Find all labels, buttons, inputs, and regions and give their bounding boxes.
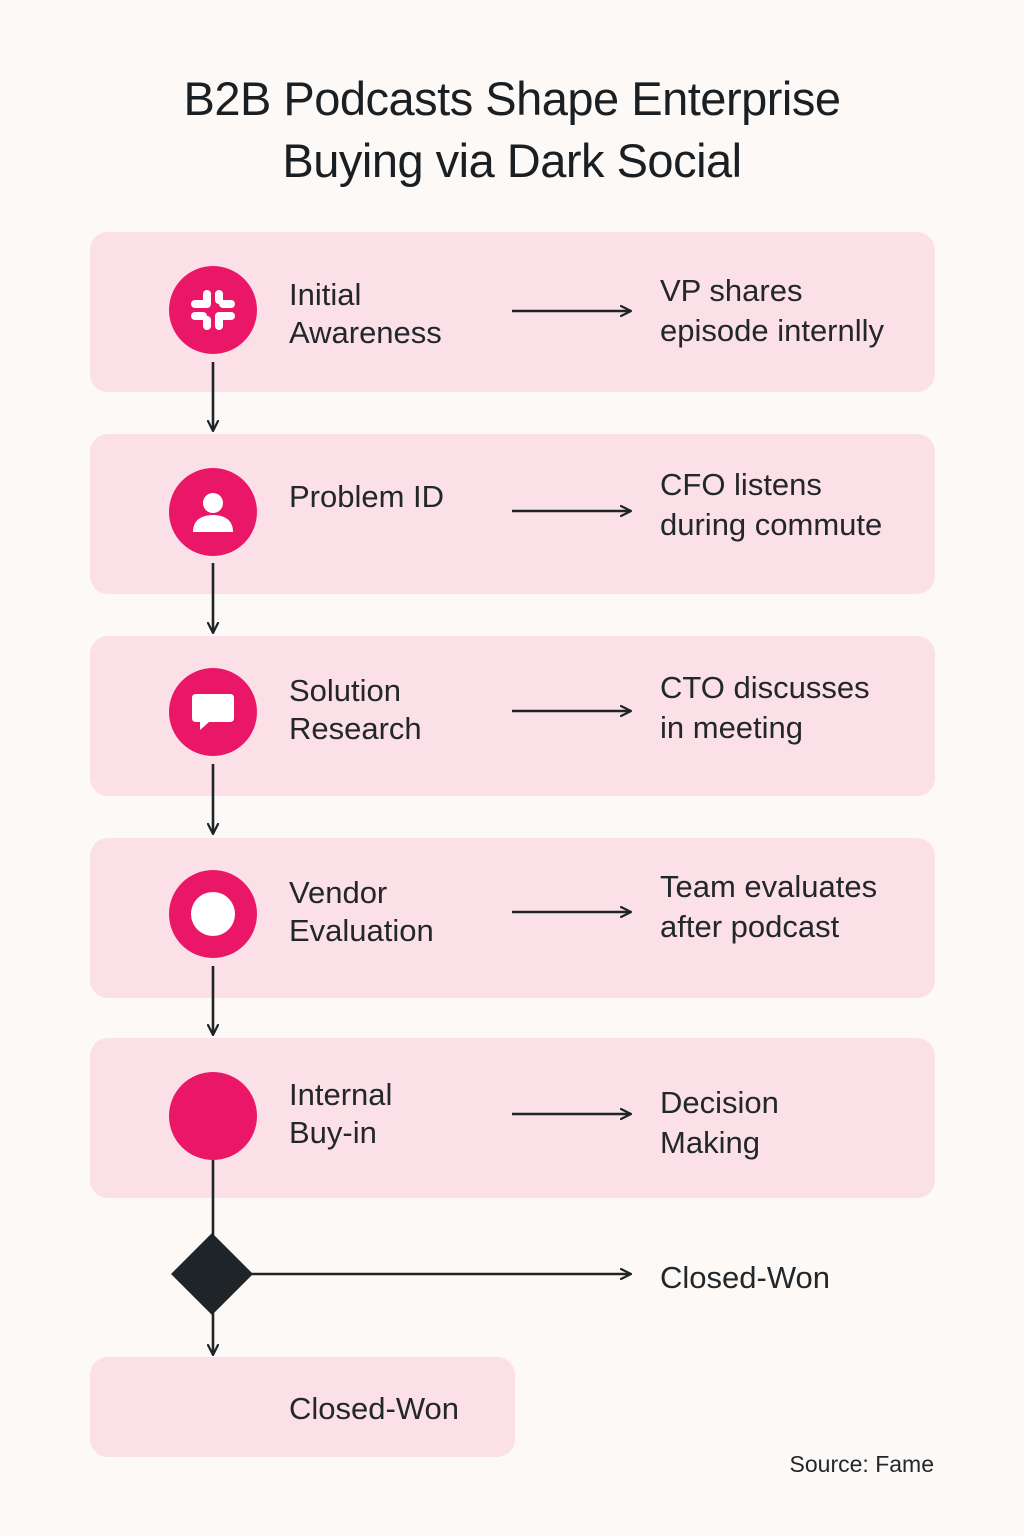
stage-label-line: Vendor xyxy=(289,875,388,910)
outcome-line: during commute xyxy=(660,507,883,542)
stage-label-problem-id: Problem ID xyxy=(289,478,504,516)
outcome-line: in meeting xyxy=(660,710,804,745)
stage-label-line: Problem ID xyxy=(289,479,445,514)
outcome-line: VP shares xyxy=(660,273,803,308)
final-stage-card xyxy=(90,1357,515,1457)
outcome-label-vendor-evaluation: Team evaluates after podcast xyxy=(660,867,925,947)
outcome-line: after podcast xyxy=(660,909,840,944)
stage-label-line: Internal xyxy=(289,1077,393,1112)
final-stage-label: Closed-Won xyxy=(289,1391,460,1426)
stage-label-line: Buy-in xyxy=(289,1115,377,1150)
stage-label-line: Solution xyxy=(289,673,402,708)
outcome-line: Team evaluates xyxy=(660,869,878,904)
stage-label-line: Awareness xyxy=(289,315,442,350)
outcome-line: CFO listens xyxy=(660,467,822,502)
outcome-label-initial-awareness: VP shares episode internlly xyxy=(660,271,925,351)
solid-circle-icon xyxy=(169,1072,257,1160)
title-line-2: Buying via Dark Social xyxy=(282,134,742,187)
outcome-label-problem-id: CFO listens during commute xyxy=(660,465,925,545)
decision-diamond-icon xyxy=(170,1232,254,1316)
outcome-label-internal-buy-in: Decision Making xyxy=(660,1083,925,1163)
stage-label-internal-buy-in: Internal Buy-in xyxy=(289,1076,504,1152)
slack-icon xyxy=(169,266,257,354)
stage-label-vendor-evaluation: Vendor Evaluation xyxy=(289,874,504,950)
stage-label-line: Evaluation xyxy=(289,913,434,948)
decision-branch-label: Closed-Won xyxy=(660,1260,831,1295)
stage-label-line: Initial xyxy=(289,277,362,312)
outcome-label-solution-research: CTO discusses in meeting xyxy=(660,668,925,748)
ring-icon xyxy=(169,870,257,958)
outcome-line: Making xyxy=(660,1125,760,1160)
outcome-line: episode internlly xyxy=(660,313,885,348)
stage-label-initial-awareness: Initial Awareness xyxy=(289,276,504,352)
person-icon xyxy=(169,468,257,556)
title-line-1: B2B Podcasts Shape Enterprise xyxy=(183,72,841,125)
stage-label-line: Research xyxy=(289,711,422,746)
diagram-title: B2B Podcasts Shape Enterprise Buying via… xyxy=(0,68,1024,192)
source-note: Source: Fame xyxy=(789,1451,934,1477)
outcome-line: Decision xyxy=(660,1085,779,1120)
stage-label-solution-research: Solution Research xyxy=(289,672,504,748)
outcome-line: CTO discusses xyxy=(660,670,870,705)
chat-bubble-icon xyxy=(169,668,257,756)
